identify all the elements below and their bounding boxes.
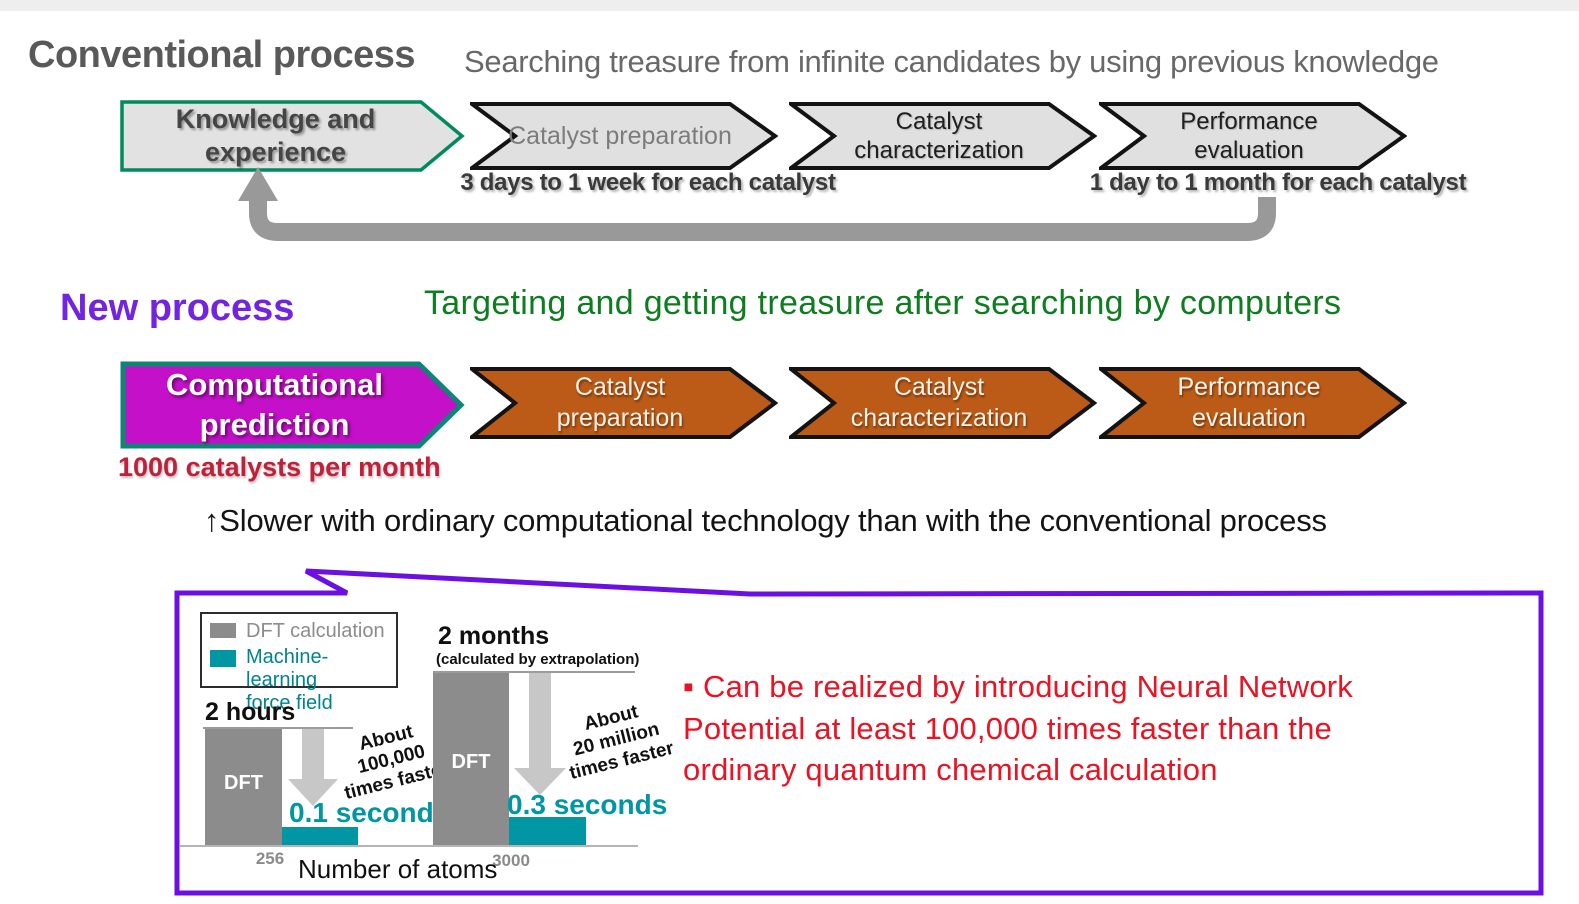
x-tick-3000: 3000: [492, 851, 530, 870]
ml-swatch-icon: [210, 650, 236, 667]
computational-prediction-step: Computational prediction: [120, 361, 465, 449]
chevron-shape: [470, 367, 778, 439]
chevron-shape: [1099, 102, 1407, 170]
nnp-note-text: ▪ Can be realized by introducing Neural …: [683, 669, 1353, 787]
new-step-catalyst-characterization: Catalyst characterization: [789, 367, 1097, 439]
bar-top-line: [203, 727, 353, 729]
x-axis-line: [180, 845, 638, 847]
new-process-title: New process: [60, 287, 295, 329]
legend-row-dft: DFT calculation: [210, 620, 388, 643]
dft-bar-256: DFT: [205, 729, 282, 846]
pentagon-arrow-shape: [120, 100, 465, 172]
new-step-catalyst-preparation: Catalyst preparation: [470, 367, 778, 439]
chevron-shape: [789, 102, 1097, 170]
new-process-subtitle: Targeting and getting treasure after sea…: [424, 284, 1342, 322]
arrowhead-up-icon: [238, 167, 278, 201]
legend-label: Machine-learning force field: [246, 646, 333, 714]
bar-top-line: [433, 671, 635, 673]
ml-time-label-256: 0.1 seconds: [289, 797, 450, 828]
x-axis-label: Number of atoms: [298, 854, 498, 884]
dft-swatch-icon: [210, 623, 236, 638]
chart-legend: DFT calculation Machine-learning force f…: [200, 612, 398, 714]
dft-time-sublabel-3000: (calculated by extrapolation): [436, 651, 640, 668]
slower-note: ↑Slower with ordinary computational tech…: [204, 503, 1327, 538]
dft-time-label-3000: 2 months: [438, 622, 550, 650]
x-tick-256: 256: [255, 849, 285, 868]
evaluation-duration-note: 1 day to 1 month for each catalyst: [1089, 169, 1467, 196]
conventional-process-subtitle: Searching treasure from infinite candida…: [464, 44, 1439, 79]
dft-time-label-256: 2 hours: [205, 698, 296, 726]
ml-bar-3000: [509, 817, 586, 846]
ml-time-label-3000: 0.3 seconds: [507, 789, 668, 820]
throughput-note: 1000 catalysts per month: [118, 452, 441, 482]
bar-label: DFT: [224, 772, 263, 794]
conventional-process-title: Conventional process: [28, 34, 415, 76]
down-arrow-icon: [288, 729, 338, 806]
chevron-shape: [789, 367, 1097, 439]
chevron-shape: [470, 102, 778, 170]
legend-label: DFT calculation: [246, 620, 385, 642]
callout-box: [174, 568, 1544, 896]
legend-row-ml: Machine-learning force field: [210, 646, 388, 715]
top-border-band: [0, 0, 1579, 11]
dft-bar-3000: DFT: [433, 673, 509, 846]
chevron-shape: [1099, 367, 1407, 439]
bar-label: DFT: [451, 751, 491, 773]
pentagon-arrow-shape: [120, 361, 465, 449]
new-step-performance-evaluation: Performance evaluation: [1099, 367, 1407, 439]
ml-bar-256: [282, 827, 358, 846]
down-arrow-icon: [514, 673, 566, 795]
loopback-arrow: [238, 167, 1276, 241]
preparation-duration-note: 3 days to 1 week for each catalyst: [460, 169, 836, 196]
